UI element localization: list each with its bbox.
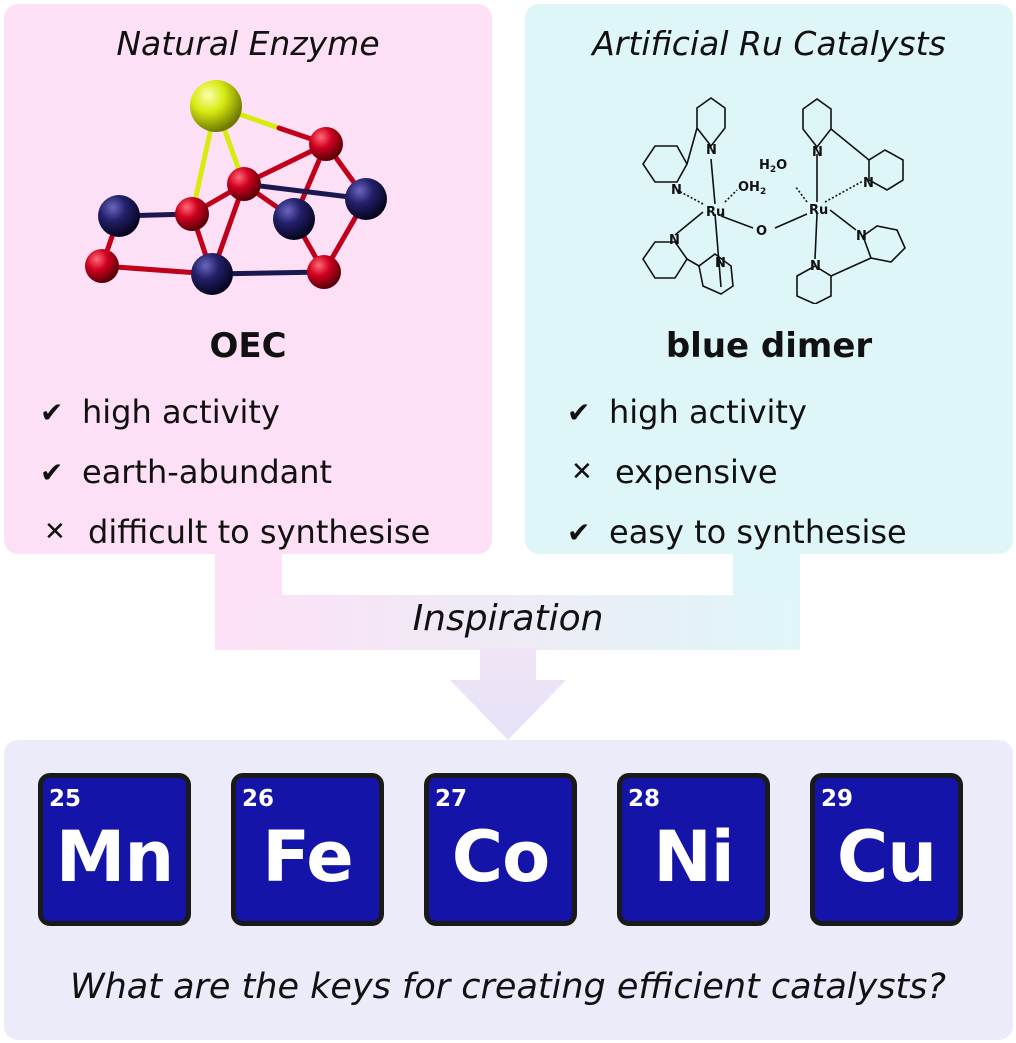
- element-tile-mn: 25 Mn: [38, 773, 191, 926]
- oxygen-atom: [227, 167, 261, 201]
- bridging-oxygen-label: O: [756, 224, 767, 239]
- oxygen-atom: [85, 249, 119, 283]
- connector-right-stem: [733, 550, 800, 595]
- atomic-number: 26: [242, 786, 275, 812]
- blue-dimer-label: blue dimer: [665, 326, 873, 366]
- checkmark-icon: ✔: [567, 395, 591, 429]
- key-question: What are the keys for creating efficient…: [70, 967, 946, 1007]
- ru-label: Ru: [809, 203, 828, 218]
- atomic-number: 28: [628, 786, 661, 812]
- nitrogen-label: N: [669, 233, 680, 248]
- down-arrow-shape: [450, 648, 566, 740]
- checkmark-icon: ✔: [567, 515, 591, 549]
- checkmark-icon: ✔: [40, 455, 64, 489]
- element-symbol: Fe: [262, 816, 353, 898]
- atomic-number: 29: [821, 786, 854, 812]
- connector-bar: [215, 595, 800, 650]
- natural-enzyme-title: Natural Enzyme: [116, 24, 380, 63]
- nitrogen-label: N: [856, 229, 867, 244]
- nitrogen-label: N: [812, 145, 823, 160]
- nitrogen-label: N: [706, 143, 717, 158]
- oxygen-atom: [175, 197, 209, 231]
- artificial-catalyst-title: Artificial Ru Catalysts: [592, 24, 946, 63]
- manganese-atom: [98, 195, 140, 237]
- feature-text: high activity: [609, 393, 807, 431]
- nitrogen-label: N: [671, 183, 682, 198]
- feature-text: earth-abundant: [82, 453, 333, 491]
- calcium-atom: [190, 80, 242, 132]
- artificial-catalyst-panel: Artificial Ru Catalysts: [525, 4, 1013, 554]
- feature-item: ✔ easy to synthesise: [567, 502, 907, 562]
- element-tile-co: 27 Co: [424, 773, 577, 926]
- aqua-ligand-label: OH2: [738, 180, 766, 197]
- feature-text: high activity: [82, 393, 280, 431]
- atomic-number: 27: [435, 786, 468, 812]
- natural-enzyme-feature-list: ✔ high activity ✔ earth-abundant ✕ diffi…: [40, 382, 430, 562]
- cross-icon: ✕: [571, 457, 593, 487]
- cross-icon: ✕: [44, 517, 66, 547]
- atomic-number: 25: [49, 786, 82, 812]
- manganese-atom: [191, 253, 233, 295]
- element-symbol: Mn: [55, 816, 175, 898]
- ru-label: Ru: [706, 205, 725, 220]
- feature-item: ✕ difficult to synthesise: [40, 502, 430, 562]
- feature-item: ✔ high activity: [40, 382, 430, 442]
- feature-item: ✔ earth-abundant: [40, 442, 430, 502]
- connector-left-stem: [215, 550, 282, 595]
- element-tile-cu: 29 Cu: [810, 773, 963, 926]
- oxygen-atom: [307, 255, 341, 289]
- element-symbol: Cu: [836, 816, 937, 898]
- oxygen-atom: [309, 127, 343, 161]
- element-tile-fe: 26 Fe: [231, 773, 384, 926]
- manganese-atom: [345, 178, 387, 220]
- nitrogen-label: N: [810, 259, 821, 274]
- feature-text: easy to synthesise: [609, 513, 907, 551]
- oec-cluster-model: [85, 80, 387, 295]
- feature-text: difficult to synthesise: [88, 513, 431, 551]
- oec-atoms: [85, 80, 387, 295]
- artificial-catalyst-feature-list: ✔ high activity ✕ expensive ✔ easy to sy…: [567, 382, 907, 562]
- feature-text: expensive: [615, 453, 778, 491]
- oec-label: OEC: [209, 326, 287, 366]
- element-symbol: Ni: [653, 816, 735, 898]
- manganese-atom: [273, 198, 315, 240]
- feature-item: ✕ expensive: [567, 442, 907, 502]
- blue-dimer-structure: Ru Ru O N N N N N N N N OH2 H2O: [642, 97, 906, 304]
- aqua-ligand-label: H2O: [759, 158, 787, 175]
- nitrogen-label: N: [863, 176, 874, 191]
- natural-enzyme-panel: Natural Enzyme: [4, 4, 492, 554]
- inspiration-label: Inspiration: [412, 598, 604, 639]
- checkmark-icon: ✔: [40, 395, 64, 429]
- element-tile-ni: 28 Ni: [617, 773, 770, 926]
- feature-item: ✔ high activity: [567, 382, 907, 442]
- nitrogen-label: N: [715, 256, 726, 271]
- element-symbol: Co: [451, 816, 550, 898]
